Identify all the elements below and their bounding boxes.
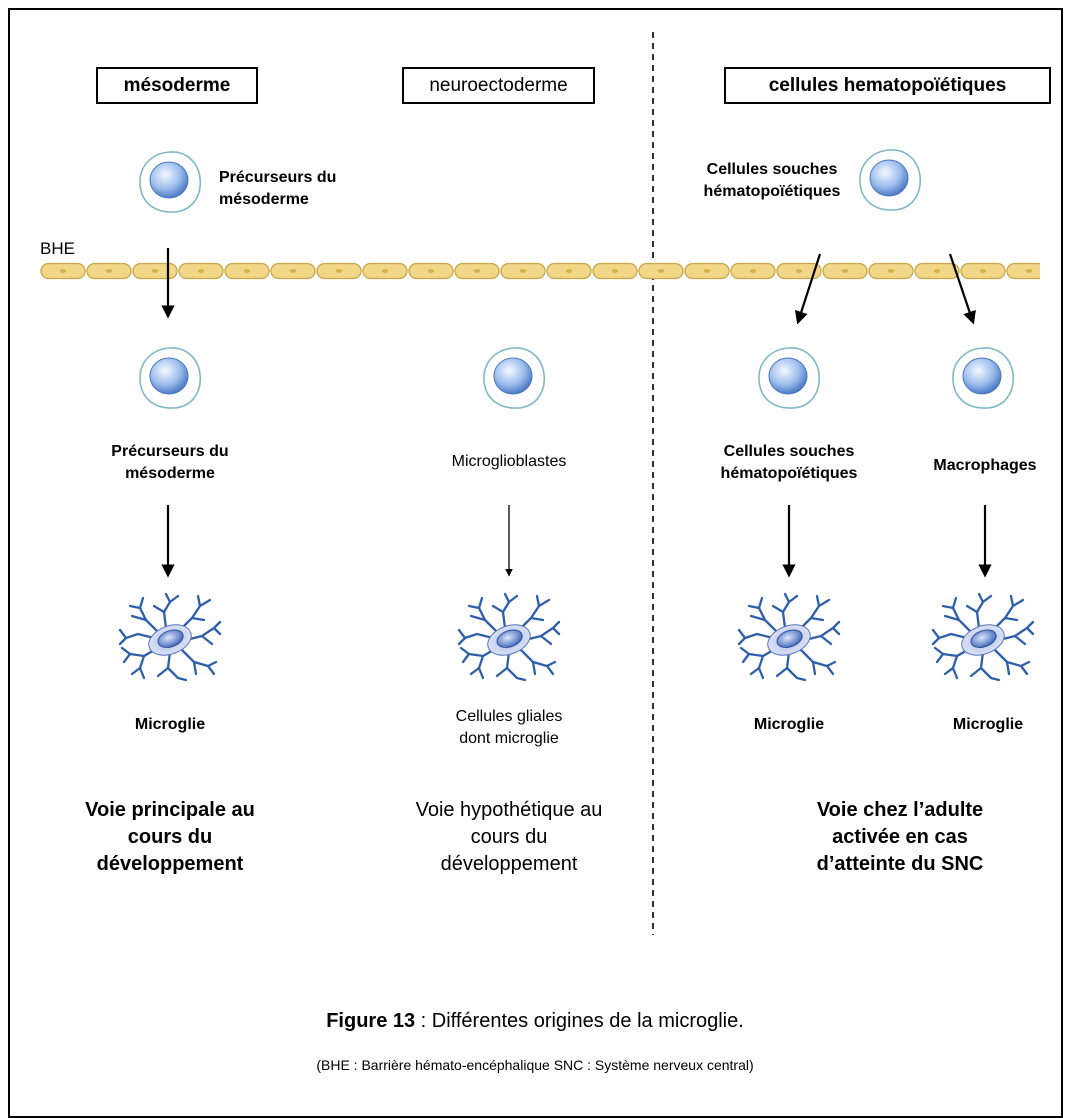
- column-4-cell-label: Macrophages: [933, 457, 1037, 474]
- top-stem-cell-label: Cellules souches hématopoïétiques: [703, 161, 841, 200]
- column-4-result-label: Microglie: [952, 716, 1024, 733]
- header-hematopoietic: cellules hematopoïétiques: [724, 67, 1051, 104]
- column-2-cell-label: Microglioblastes: [451, 453, 567, 470]
- pathway-main: Voie principale au cours du développemen…: [85, 799, 255, 875]
- column-3-cell-label: Cellules souches hématopoïétiques: [720, 443, 858, 482]
- arrow-icon: [794, 253, 822, 325]
- figure-caption-text: : Différentes origines de la microglie.: [415, 1010, 744, 1032]
- header-neuroectoderm: neuroectoderme: [402, 67, 595, 104]
- microglia-icon: [931, 592, 1035, 682]
- arrow-icon: [948, 253, 976, 325]
- precursor-cell-icon: [139, 347, 202, 409]
- precursor-cell-icon: [139, 151, 202, 213]
- header-mesoderm: mésoderme: [96, 67, 258, 104]
- stem-cell-icon: [859, 149, 922, 211]
- stem-cell-icon: [758, 347, 821, 409]
- microglioblast-cell-icon: [483, 347, 546, 409]
- macrophage-cell-icon: [952, 347, 1015, 409]
- column-1-cell-label: Précurseurs du mésoderme: [111, 443, 229, 482]
- pathway-adult: Voie chez l’adulte activée en cas d’atte…: [816, 799, 984, 875]
- top-precursor-label: Précurseurs du mésoderme: [219, 169, 337, 208]
- figure-caption: Figure 13 : Différentes origines de la m…: [10, 1010, 1060, 1033]
- microglia-icon: [118, 592, 222, 682]
- column-2-result-label: Cellules gliales dont microglie: [455, 708, 563, 747]
- microglia-icon: [737, 592, 841, 682]
- blood-brain-barrier: [40, 262, 1040, 281]
- figure-subcaption: (BHE : Barrière hémato-encéphalique SNC …: [316, 1057, 754, 1073]
- column-3-result-label: Microglie: [753, 716, 825, 733]
- barrier-label: BHE: [40, 239, 75, 258]
- pathway-hypothetical: Voie hypothétique au cours du développem…: [415, 799, 603, 875]
- microglia-icon: [457, 592, 561, 682]
- column-1-result-label: Microglie: [134, 716, 206, 733]
- figure-number: Figure 13: [326, 1010, 416, 1032]
